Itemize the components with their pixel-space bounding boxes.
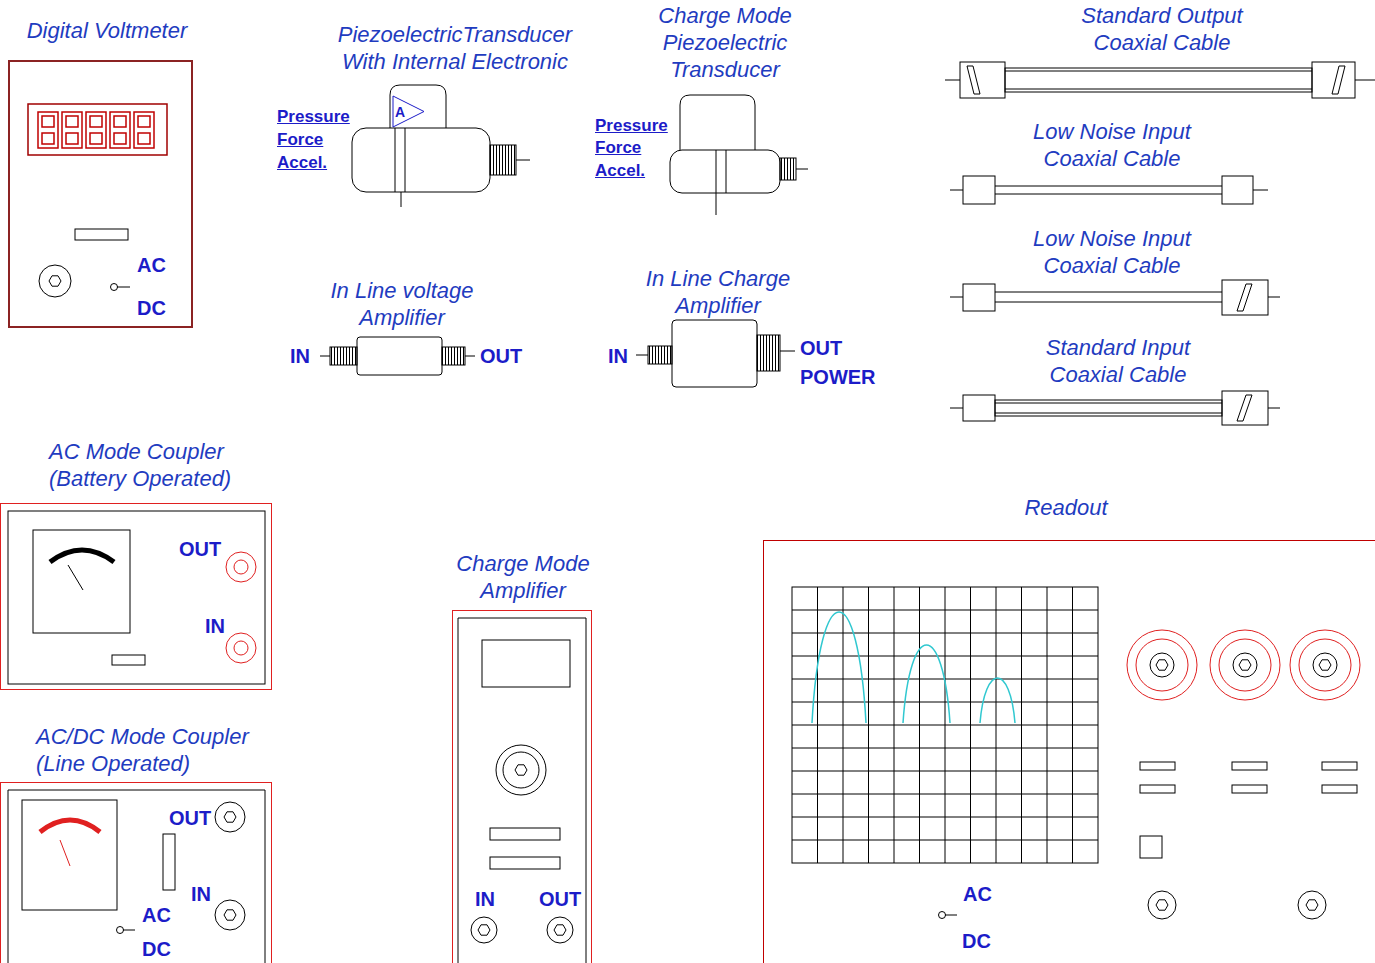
equipment-title: Standard Input Coaxial Cable [1030, 334, 1206, 388]
panel-label: AC [142, 904, 171, 926]
equipment-title: Readout [1024, 494, 1107, 521]
measurand-label: Force [595, 138, 641, 158]
panel-label: AC [963, 883, 992, 905]
panel-label: DC [142, 938, 171, 960]
port-label: OUT [800, 337, 842, 359]
transducer: PiezoelectricTransducer With Internal El… [352, 85, 532, 207]
measurand-label: Force [277, 130, 323, 150]
amplifier-drawing [320, 337, 475, 375]
equipment-title: PiezoelectricTransducer With Internal El… [324, 21, 586, 75]
coaxial-cable: Standard Input Coaxial Cable [950, 391, 1280, 425]
cable-drawing [950, 280, 1280, 315]
voltmeter-box: Digital VoltmeterACDC [8, 60, 193, 328]
coaxial-cable: Low Noise Input Coaxial Cable [950, 280, 1280, 316]
equipment-title: Charge Mode Piezoelectric Transducer [650, 2, 800, 83]
cable-drawing [945, 62, 1375, 98]
inline-amplifier: In Line voltage Amplifier [320, 337, 477, 375]
coupler-parts [8, 511, 265, 684]
voltmeter-parts [28, 104, 167, 297]
readout-box: ReadoutACDC [763, 540, 1375, 963]
equipment-title: Standard Output Coaxial Cable [1071, 2, 1253, 56]
coaxial-cable: Standard Output Coaxial Cable [945, 60, 1375, 100]
coaxial-cable: Low Noise Input Coaxial Cable [950, 175, 1268, 205]
equipment-title: Low Noise Input Coaxial Cable [1024, 118, 1200, 172]
equipment-title: Digital Voltmeter [27, 17, 188, 44]
transducer: Charge Mode Piezoelectric Transducer [670, 95, 798, 215]
transducer-drawing [352, 85, 530, 207]
panel-label: DC [962, 930, 991, 952]
equipment-title: In Line voltage Amplifier [321, 277, 483, 331]
amplifier-panel-parts [458, 618, 586, 963]
panel-label: AC [137, 254, 166, 276]
port-label: IN [608, 345, 628, 367]
equipment-title: In Line Charge Amplifier [637, 265, 799, 319]
measurand-label: Accel. [595, 161, 645, 181]
panel-label: A [395, 104, 405, 120]
cable-drawing [950, 391, 1280, 425]
coupler-parts [8, 790, 265, 963]
amplifier-box: Charge Mode AmplifierINOUT [452, 610, 592, 963]
equipment-title: Charge Mode Amplifier [448, 550, 598, 604]
port-label: OUT [480, 345, 522, 367]
panel-label: OUT [179, 538, 221, 560]
transducer-drawing [670, 95, 808, 215]
readout-parts [792, 587, 1360, 919]
panel-label: OUT [539, 888, 581, 910]
measurand-label: Pressure [277, 107, 350, 127]
panel-label: OUT [169, 807, 211, 829]
amplifier-drawing [636, 320, 795, 387]
panel-label: IN [205, 615, 225, 637]
port-label: IN [290, 345, 310, 367]
measurand-label: Pressure [595, 116, 668, 136]
equipment-title: AC/DC Mode Coupler (Line Operated) [36, 723, 278, 777]
cable-drawing [950, 176, 1268, 204]
panel-label: IN [475, 888, 495, 910]
equipment-title: Low Noise Input Coaxial Cable [1024, 225, 1200, 279]
inline-amplifier: In Line Charge Amplifier [636, 320, 796, 387]
coupler-box: AC Mode Coupler (Battery Operated)OUTIN [0, 503, 272, 690]
measurand-label: Accel. [277, 153, 327, 173]
coupler-box: AC/DC Mode Coupler (Line Operated)OUTINA… [0, 782, 272, 963]
panel-label: IN [191, 883, 211, 905]
panel-label: DC [137, 297, 166, 319]
equipment-title: AC Mode Coupler (Battery Operated) [49, 438, 267, 492]
port-label: POWER [800, 366, 876, 388]
